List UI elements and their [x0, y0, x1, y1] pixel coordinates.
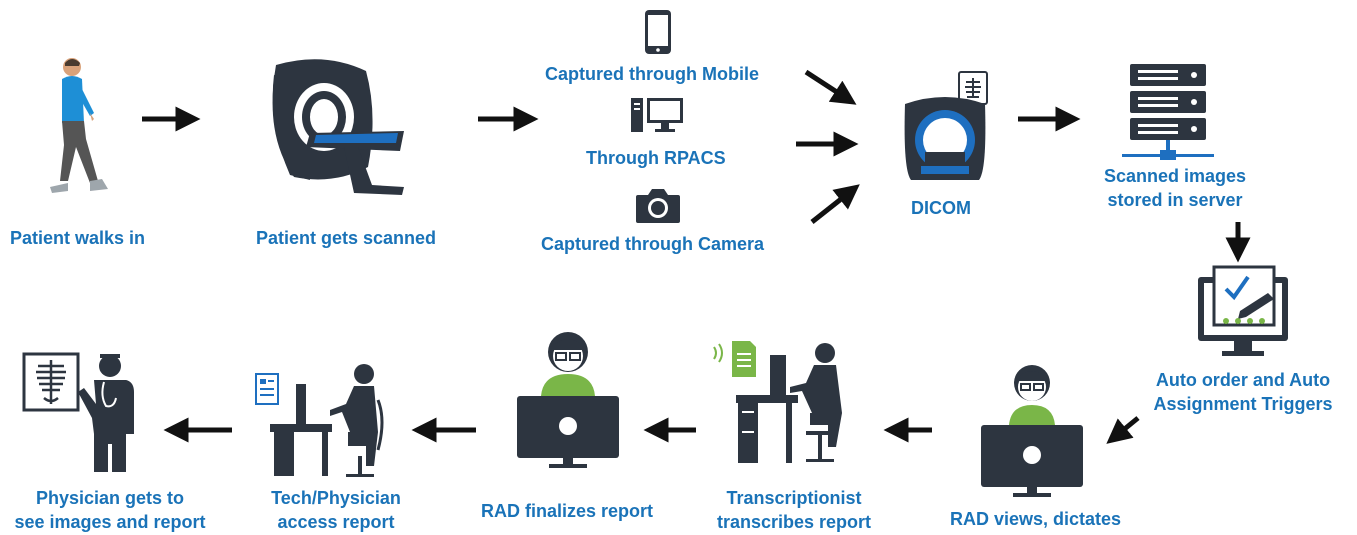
ct-scanner-icon	[254, 55, 414, 200]
label-auto-line2: Assignment Triggers	[1153, 394, 1333, 414]
label-server-line1: Scanned images	[1103, 166, 1247, 186]
label-patient-walks-in: Patient walks in	[10, 228, 146, 248]
radiologist-workstation-icon	[977, 363, 1087, 503]
label-patient-scanned: Patient gets scanned	[256, 228, 437, 248]
label-captured-mobile: Captured through Mobile	[545, 64, 759, 84]
server-stack-icon	[1118, 62, 1218, 166]
auto-order-monitor-icon	[1196, 263, 1290, 359]
label-captured-camera: Captured through Camera	[541, 234, 765, 254]
arrow-auto-to-rad	[1106, 416, 1140, 444]
label-server-line2: stored in server	[1107, 190, 1243, 210]
label-server: Scanned images stored in server	[1095, 164, 1255, 212]
patient-walking-icon	[38, 55, 118, 205]
label-through-rpacs: Through RPACS	[586, 148, 726, 168]
label-rad-finalizes: RAD finalizes report	[481, 501, 654, 521]
dicom-machine-icon	[895, 70, 995, 190]
label-tech-line2: access report	[277, 512, 395, 532]
label-tech-line1: Tech/Physician	[271, 488, 401, 508]
radiologist-finalize-icon	[513, 330, 623, 470]
label-physician-sees: Physician gets to see images and report	[2, 486, 218, 534]
label-tech-physician: Tech/Physician access report	[256, 486, 416, 534]
label-phys-line1: Physician gets to	[35, 488, 185, 508]
label-auto-line1: Auto order and Auto	[1155, 370, 1331, 390]
arrow-camera-to-dicom	[810, 184, 860, 224]
arrow-mobile-to-dicom	[804, 69, 857, 105]
label-auto-order: Auto order and Auto Assignment Triggers	[1143, 368, 1343, 416]
mobile-phone-icon	[643, 8, 673, 56]
label-rad-views: RAD views, dictates	[950, 509, 1122, 529]
physician-xray-icon	[22, 348, 142, 480]
label-transcriptionist: Transcriptionist transcribes report	[706, 486, 882, 534]
tech-desk-icon	[250, 360, 390, 480]
camera-icon	[634, 187, 682, 225]
label-phys-line2: see images and report	[14, 512, 206, 532]
transcriptionist-desk-icon	[710, 335, 860, 470]
label-trans-line2: transcribes report	[716, 512, 872, 532]
label-dicom: DICOM	[911, 198, 971, 218]
desktop-computer-icon	[629, 96, 685, 136]
label-trans-line1: Transcriptionist	[726, 488, 862, 508]
